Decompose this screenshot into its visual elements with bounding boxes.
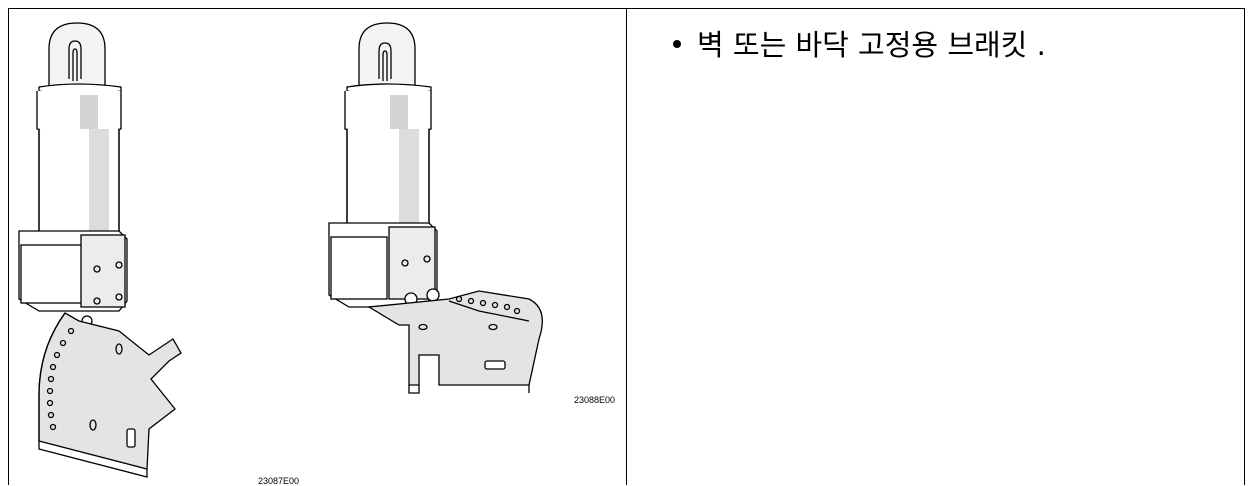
right-beacon <box>328 22 543 394</box>
left-beacon <box>18 22 182 478</box>
bullet-list-item: 벽 또는 바닥 고정용 브래킷 . <box>673 27 1046 63</box>
bullet-text: 벽 또는 바닥 고정용 브래킷 . <box>697 28 1046 62</box>
figure-code-right: 23088E00 <box>574 395 616 405</box>
bullet-icon <box>673 40 681 48</box>
figure-code-left: 23087E00 <box>258 476 300 486</box>
column-divider <box>626 8 627 485</box>
description-column: 벽 또는 바닥 고정용 브래킷 . <box>627 9 1245 485</box>
beacon-bracket-drawing <box>18 22 543 478</box>
product-illustration: 23087E00 23088E00 <box>9 9 626 486</box>
